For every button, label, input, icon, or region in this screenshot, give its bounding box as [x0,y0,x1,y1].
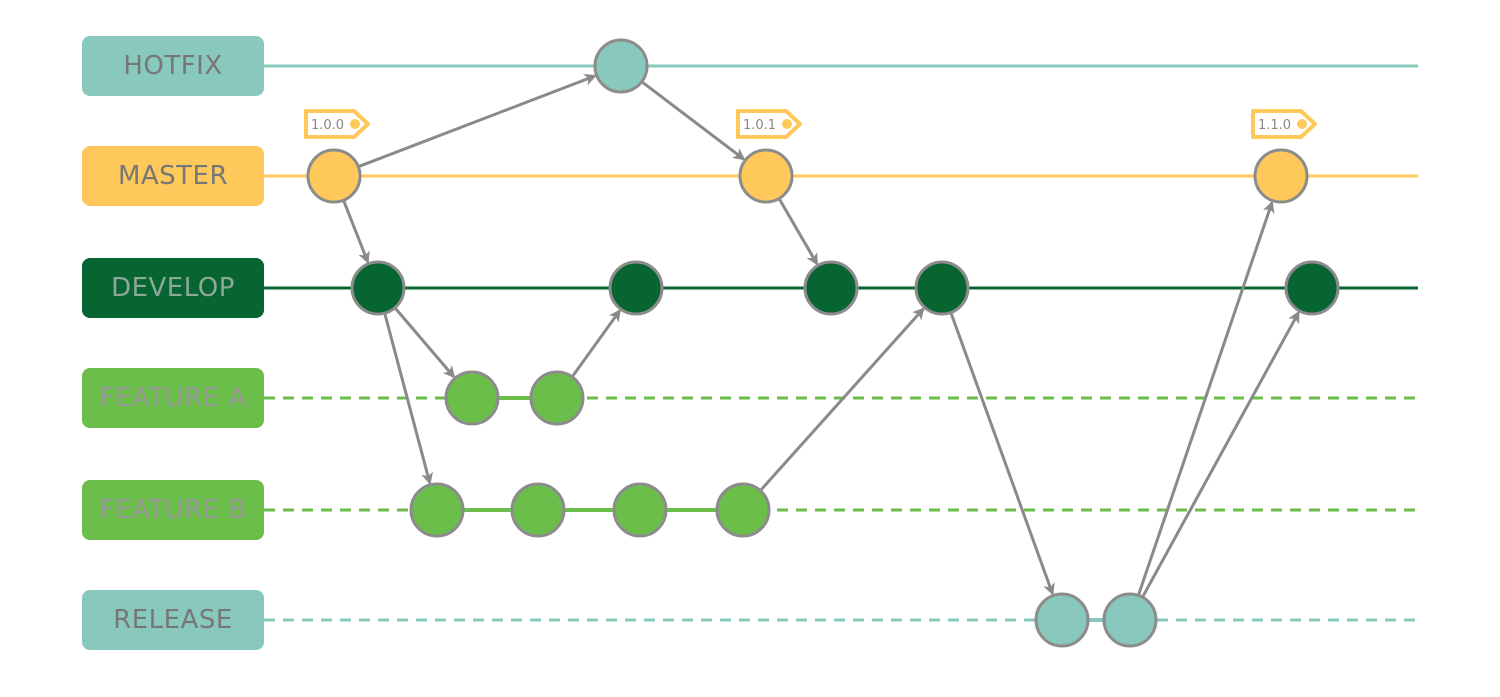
commit-node-h1[interactable] [593,38,649,94]
commit-node-r2[interactable] [1102,592,1158,648]
commit-node-m2[interactable] [738,148,794,204]
branch-label-feature-a: FEATURE A [82,368,264,428]
version-tag-label: 1.0.0 [311,118,344,133]
commit-node-fb1[interactable] [409,482,465,538]
merge-arrow-d4-r1 [949,311,1055,596]
merge-arrow-m2-d3 [777,197,819,266]
branch-label-develop: DEVELOP [82,258,264,318]
version-tag-1.0.1: 1.0.1 [736,109,802,139]
branch-label-hotfix: HOTFIX [82,36,264,96]
merge-arrow-m1-d1 [342,199,370,264]
merge-arrow-r2-m3 [1136,200,1275,596]
commit-node-d2[interactable] [608,260,664,316]
merge-arrow-fb4-d4 [759,307,925,492]
commit-node-fa1[interactable] [444,370,500,426]
commit-node-m1[interactable] [306,148,362,204]
commit-node-d3[interactable] [803,260,859,316]
commit-node-d4[interactable] [914,260,970,316]
merge-arrow-m1-h1 [357,73,597,169]
commit-node-r1[interactable] [1034,592,1090,648]
merge-arrow-h1-m2 [640,80,746,161]
version-tag-1.0.0: 1.0.0 [304,109,370,139]
branch-label-master: MASTER [82,146,264,206]
commit-node-d5[interactable] [1284,260,1340,316]
merge-arrow-d1-fa1 [393,306,456,379]
version-tag-label: 1.0.1 [743,118,776,133]
commit-node-fb4[interactable] [715,482,771,538]
commit-node-fb3[interactable] [612,482,668,538]
commit-node-m3[interactable] [1253,148,1309,204]
commit-node-d1[interactable] [350,260,406,316]
branch-label-release: RELEASE [82,590,264,650]
merge-arrow-d1-fb1 [383,312,434,485]
version-tag-1.1.0: 1.1.0 [1251,109,1317,139]
merge-arrow-r2-d5 [1141,310,1300,598]
branch-label-feature-b: FEATURE B [82,480,264,540]
commit-node-fa2[interactable] [529,370,585,426]
commit-node-fb2[interactable] [510,482,566,538]
version-tag-label: 1.1.0 [1258,118,1291,133]
merge-arrow-fa2-d2 [570,309,621,378]
